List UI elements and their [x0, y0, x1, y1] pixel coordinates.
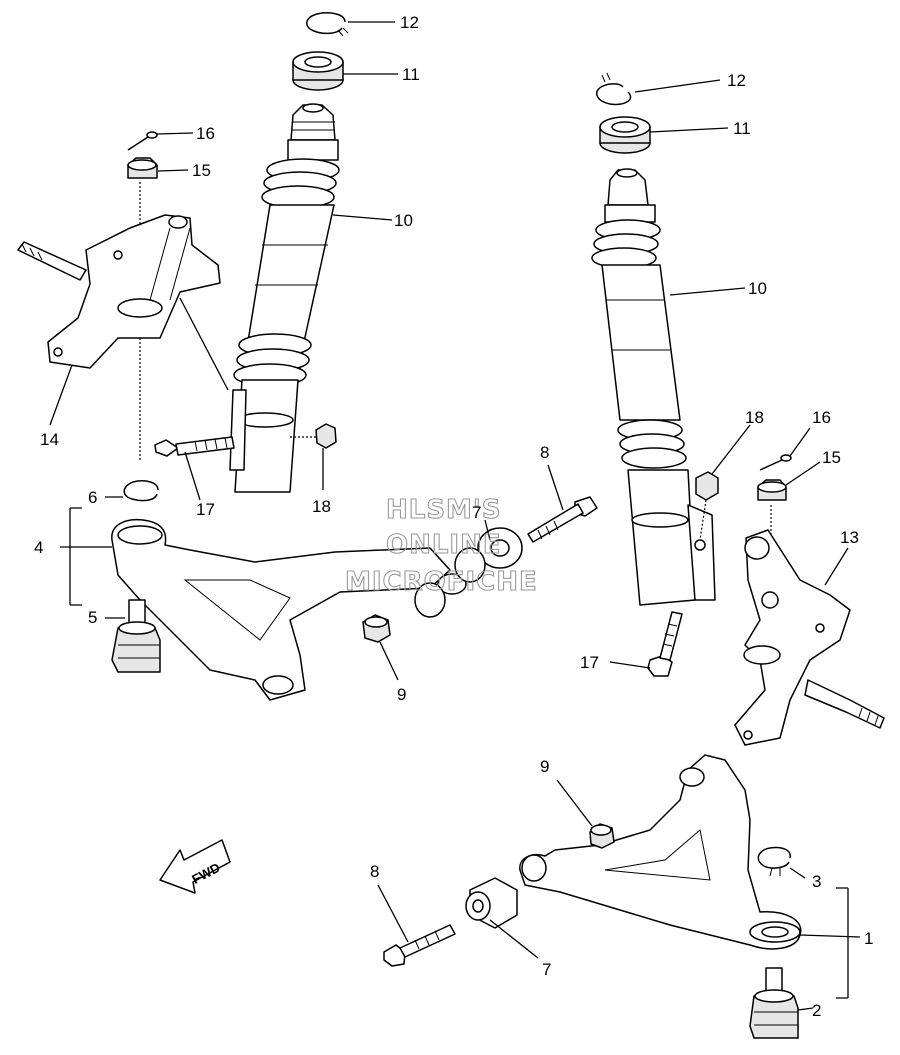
bolt-17-left [154, 436, 235, 457]
callout-18-left: 18 [312, 497, 331, 516]
callout-11-left: 11 [402, 65, 420, 84]
callout-16-right: 16 [812, 408, 831, 427]
circlip-6-left [123, 480, 159, 502]
callout-15-right: 15 [822, 448, 841, 467]
callouts-right: 12 11 10 18 16 15 13 17 9 8 7 3 1 2 [370, 71, 873, 1020]
circlip-12-right [595, 72, 632, 106]
steering-knuckle-14-left [17, 214, 221, 369]
shock-absorber-10-right [591, 168, 716, 606]
callout-14-left: 14 [40, 430, 59, 449]
bolt-17-right [647, 611, 683, 677]
bolt-8-right [383, 924, 456, 967]
callout-12-right: 12 [727, 71, 746, 90]
nut-9-left [362, 614, 391, 643]
nut-18-left [315, 423, 337, 449]
callout-10-right: 10 [748, 279, 767, 298]
fwd-arrow: FWD [159, 839, 231, 894]
ball-joint-5-left [111, 599, 161, 673]
circlip-12-left [306, 12, 349, 37]
callout-15-left: 15 [192, 161, 211, 180]
cotter-pin-16-left [127, 131, 158, 151]
callout-6-left: 6 [88, 488, 97, 507]
spring-seat-11-left [292, 51, 344, 91]
bushing-7-right [465, 877, 518, 929]
callout-17-right: 17 [580, 653, 599, 672]
callout-5-left: 5 [88, 608, 97, 627]
callout-11-right: 11 [733, 119, 751, 138]
callout-9-left: 9 [397, 685, 406, 704]
watermark: HLSM'S ONLINE MICROFICHE [344, 494, 538, 597]
ball-joint-2-right [749, 967, 799, 1039]
spring-seat-11-right [599, 116, 651, 154]
callout-7-left: 7 [472, 503, 481, 522]
callout-3-right: 3 [812, 872, 821, 891]
circlip-3-right [757, 846, 791, 877]
callout-16-left: 16 [196, 124, 215, 143]
callout-7-right: 7 [542, 960, 551, 979]
callout-8-left: 8 [540, 443, 549, 462]
callout-17-left: 17 [196, 500, 215, 519]
callout-13-right: 13 [840, 528, 859, 547]
callout-8-right: 8 [370, 862, 379, 881]
callout-9-right: 9 [540, 757, 549, 776]
castle-nut-15-left [127, 157, 158, 179]
callout-4-left: 4 [34, 538, 43, 557]
callouts-left: 12 11 16 15 10 14 17 18 6 4 5 7 8 9 [34, 13, 549, 704]
lower-arm-1-right [519, 754, 802, 950]
watermark-line-2: ONLINE [386, 530, 502, 560]
callout-18-right: 18 [745, 408, 764, 427]
callout-10-left: 10 [394, 211, 413, 230]
callout-1-right: 1 [864, 929, 873, 948]
callout-2-right: 2 [812, 1001, 821, 1020]
lower-arm-4-left [111, 518, 467, 701]
callout-12-left: 12 [400, 13, 419, 32]
nut-9-right [589, 823, 615, 849]
cotter-pin-16-right [759, 454, 792, 471]
bolt-8-left [527, 496, 598, 543]
castle-nut-15-right [757, 479, 787, 501]
watermark-line-3: MICROFICHE [345, 567, 538, 597]
nut-18-right [695, 471, 719, 501]
steering-knuckle-13-right [734, 529, 885, 746]
shock-absorber-10-left [229, 103, 340, 493]
watermark-line-1: HLSM'S [386, 495, 502, 525]
